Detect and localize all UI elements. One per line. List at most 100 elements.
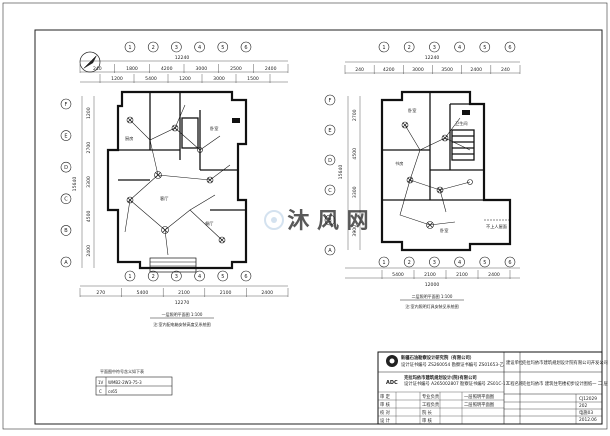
right-row-axis-label: C	[328, 188, 332, 194]
grid-axis-bubble	[60, 98, 72, 110]
right-room-label: 不上人屋面	[486, 223, 507, 230]
grid-axis-bubble	[403, 256, 415, 268]
grid-axis-bubble	[454, 41, 465, 53]
item-value: 克拉玛依市 建筑住宅楼初步设计图纸一 二 层	[522, 380, 608, 387]
grid-axis-bubble	[124, 270, 136, 282]
right-row-axis-label: D	[328, 158, 332, 164]
left-col-axis-label: 4	[198, 274, 201, 280]
left-bottom-dim: 2100	[220, 290, 232, 296]
title-block: ADC 新疆石油勘察设计研究院（有限公司） 设计证书编号 ZS260054 勘察…	[377, 351, 608, 425]
left-col-axis-label: 5	[221, 45, 224, 51]
left-room-label: 厨房	[125, 135, 133, 142]
left-row-axis-label: A	[64, 260, 68, 266]
right-top-dim: 3000	[412, 67, 424, 73]
right-bottom-dim: 2400	[488, 272, 500, 278]
left-col-axis-label: 2	[152, 274, 155, 280]
right-col-axis-label: 3	[433, 45, 436, 51]
institute-logo-icon	[386, 355, 398, 367]
right-row-axis-label: B	[328, 218, 332, 224]
right-bottom-overall-dim: 12000	[425, 282, 440, 288]
left-side-dim: 2400	[86, 245, 92, 257]
left-top-dim: 2500	[230, 66, 242, 72]
right-room-label: 书房	[395, 160, 403, 167]
right-col-axis-label: 2	[408, 260, 411, 266]
adc-logo-text: ADC	[386, 380, 398, 386]
legend-symbol: C	[99, 389, 102, 394]
left-col-axis-label: 3	[175, 45, 178, 51]
grid-axis-bubble	[240, 41, 252, 53]
right-plan-note: 注:室内照明灯具安装见系统图	[405, 303, 458, 309]
grid-axis-bubble	[324, 214, 336, 226]
sheet-title: 二层照明平面图	[464, 402, 494, 408]
grid-axis-bubble	[60, 161, 72, 173]
grid-axis-bubble	[217, 270, 229, 282]
grid-axis-bubble	[324, 184, 336, 196]
right-row-axis-label: A	[328, 248, 332, 254]
right-side-overall-dim: 15640	[338, 165, 344, 180]
sheet-title: 一层照明平面图	[464, 394, 494, 400]
sign-label: 设 计	[380, 417, 391, 424]
right-col-axis-label: 4	[458, 260, 461, 266]
right-col-axis-label: 3	[433, 260, 436, 266]
left-side-dim: 3300	[86, 176, 92, 188]
left-top-dim2: 5400	[145, 76, 157, 82]
left-col-axis-label: 6	[244, 45, 247, 51]
grid-axis-bubble	[504, 256, 516, 268]
right-side-dim: 2700	[352, 109, 358, 121]
left-col-axis-label: 1	[128, 274, 131, 280]
drawing-code: 电施03	[579, 409, 593, 416]
left-row-axis-label: E	[64, 133, 67, 139]
symbol-legend-table: 平面图中符号含义如下表 1V WMB2-2W3-75-3 C cs65	[95, 368, 173, 396]
grid-axis-bubble	[479, 256, 491, 268]
sign-label: 工程负责	[422, 401, 440, 408]
left-room-label: 餐厅	[205, 220, 213, 227]
sign-label: 专业负责	[422, 393, 440, 400]
left-row-axis-label: F	[65, 102, 68, 108]
drawing-code: 2012.06	[579, 417, 597, 423]
right-col-axis-label: 6	[508, 260, 511, 266]
right-top-dim: 2400	[470, 67, 482, 73]
grid-axis-bubble	[429, 41, 440, 53]
left-room-label: 卧室	[210, 125, 218, 132]
left-col-axis-label: 3	[175, 274, 178, 280]
drawing-code: CJ12029	[579, 396, 597, 402]
project-label: 建设单位	[506, 359, 524, 366]
right-top-dim: 4200	[383, 67, 395, 73]
grid-axis-bubble	[324, 244, 336, 256]
right-top-dim: 3500	[441, 67, 453, 73]
item-label: 工程名称	[506, 380, 524, 387]
left-top-dim: 3000	[195, 66, 207, 72]
left-side-dim: 1200	[86, 107, 92, 119]
grid-axis-bubble	[60, 193, 72, 205]
grid-axis-bubble	[171, 270, 182, 282]
left-top-dim: 4200	[161, 66, 173, 72]
grid-axis-bubble	[194, 270, 205, 282]
sign-label: 审 核	[380, 401, 391, 408]
grid-axis-bubble	[378, 256, 390, 268]
sign-label: 校 对	[380, 409, 391, 416]
left-top-dim2: 1500	[247, 76, 259, 82]
left-col-axis-label: 1	[128, 45, 131, 51]
right-side-dim: 4500	[352, 148, 358, 160]
drawing-code: 202	[579, 403, 587, 409]
left-room-label: 客厅	[160, 195, 168, 202]
left-top-dim: 1800	[126, 66, 138, 72]
left-bottom-dim: 5400	[137, 290, 149, 296]
right-bottom-dim: 2100	[456, 272, 468, 278]
right-col-axis-label: 6	[508, 45, 511, 51]
right-room-label: 卧室	[408, 107, 416, 114]
grid-axis-bubble	[403, 41, 415, 53]
right-col-axis-label: 4	[458, 45, 461, 51]
right-room-label: 卫生间	[455, 120, 468, 127]
left-col-axis-label: 5	[221, 274, 224, 280]
watermark: 沐 风 网	[287, 209, 368, 234]
grid-axis-bubble	[479, 41, 491, 53]
right-bottom-dim: 2100	[424, 272, 436, 278]
left-side-dim: 4500	[86, 210, 92, 222]
left-bottom-dim: 270	[96, 290, 105, 296]
grid-axis-bubble	[147, 41, 159, 53]
grid-axis-bubble	[217, 41, 229, 53]
